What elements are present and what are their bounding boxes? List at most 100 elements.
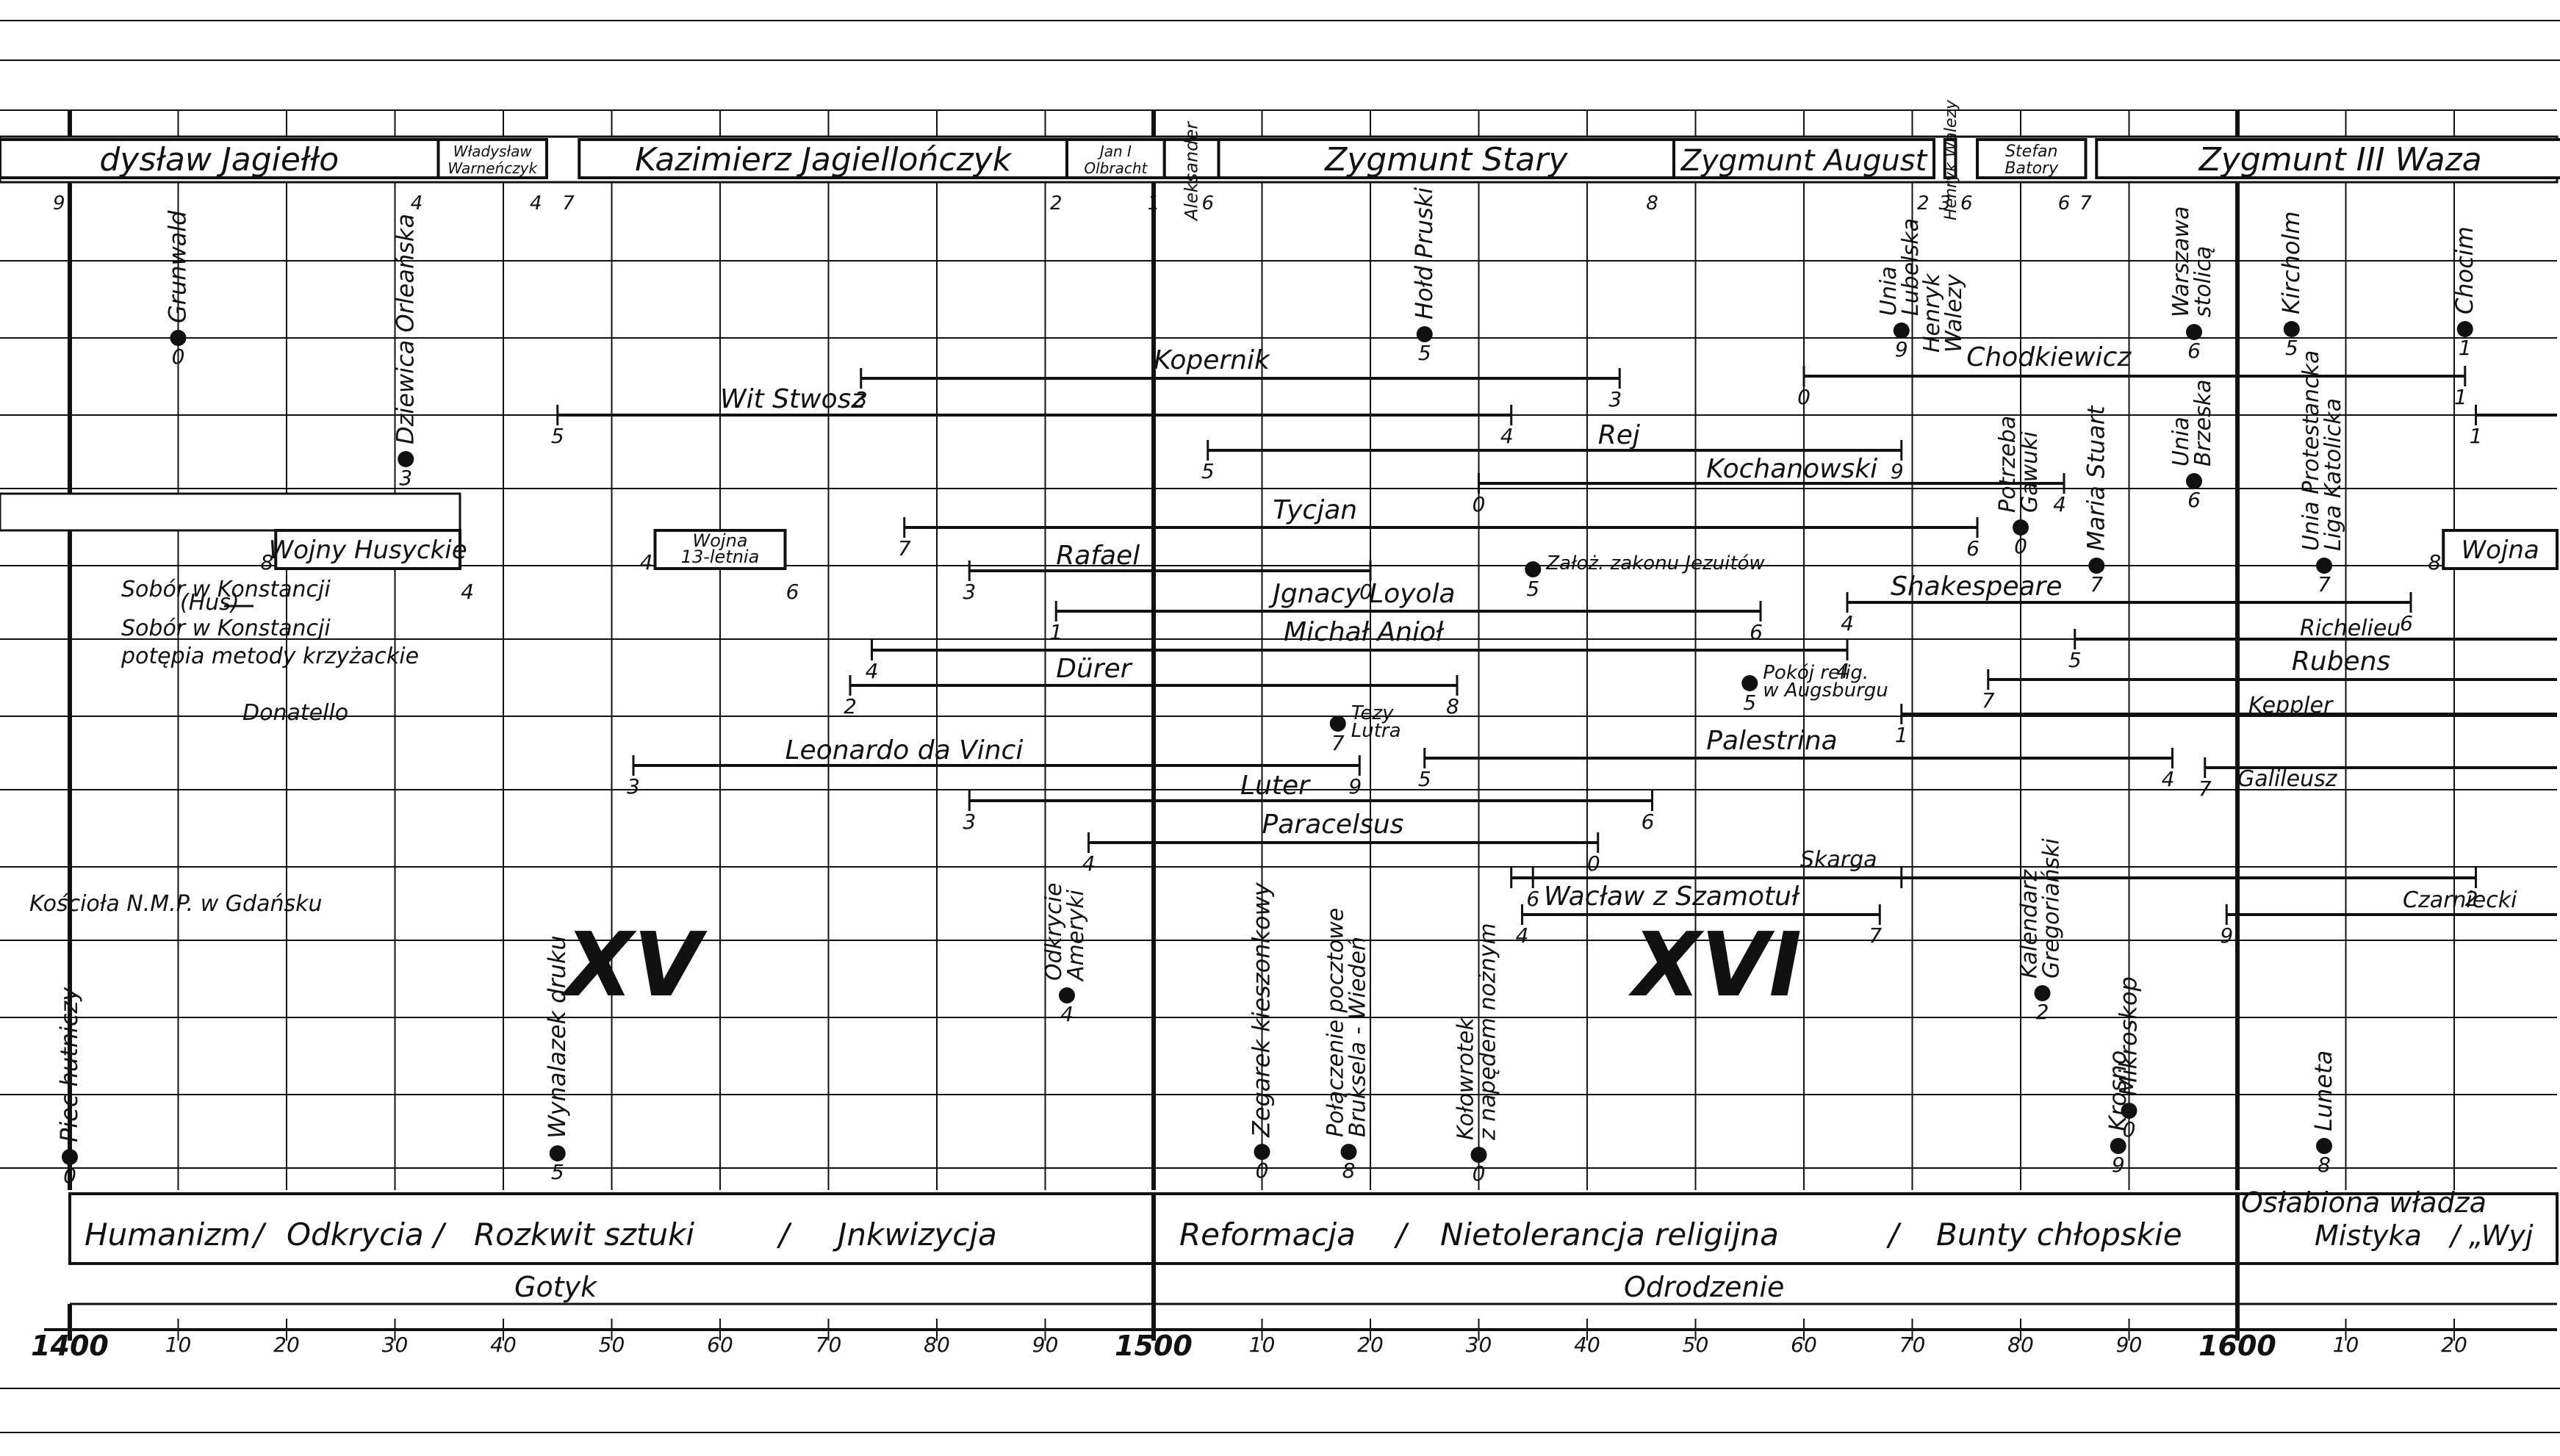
event-dot (398, 451, 414, 467)
event-name: Wynalazek druku (543, 935, 571, 1139)
event-year-digit: 6 (2187, 339, 2201, 363)
lifespan-start-digit: 3 (963, 580, 976, 604)
axis-minor-label: 40 (1574, 1333, 1600, 1357)
free-text: Keppler (2248, 693, 2334, 718)
event-name: Zegarek kieszonkowy (1248, 882, 1276, 1138)
event-dot (1416, 326, 1433, 342)
event-dot (1893, 322, 1910, 339)
ruler-year-digit: 6 (1960, 192, 1973, 215)
ruler-name: Henryk Walezy (1942, 99, 1960, 220)
ruler-year-digit: 4 (530, 192, 542, 215)
event-dot (2186, 324, 2202, 340)
axis-minor-label: 20 (1357, 1333, 1384, 1357)
event-name: Unia (1876, 266, 1902, 316)
event-dot (2316, 558, 2332, 574)
event-dot (549, 1145, 566, 1161)
ruler-name: dysław Jagiełło (99, 141, 339, 179)
war-name: Wojny Husyckie (269, 536, 467, 565)
axis-minor-label: 10 (165, 1333, 192, 1357)
war-digit: 8 (260, 550, 273, 574)
event-year-digit: 5 (1418, 341, 1431, 365)
event-dot (2110, 1138, 2126, 1154)
event-year-digit: 0 (1473, 1161, 1486, 1186)
axis-minor-label: 10 (1249, 1333, 1276, 1357)
lifespan-start-digit: 5 (551, 424, 564, 448)
lifespan-end-digit: 6 (1966, 536, 1980, 561)
lifespan-end-digit: 0 (1587, 851, 1600, 876)
wars-band (0, 492, 461, 532)
era-text: / (1885, 1217, 1902, 1253)
war-digit: 4 (461, 580, 474, 604)
ruler-name: Kazimierz Jagiellończyk (635, 141, 1013, 179)
ruler-box (1943, 138, 1957, 179)
event-name: Pokój relig. (1763, 662, 1869, 684)
event-dot (2186, 473, 2202, 489)
war-box (653, 529, 787, 570)
lifespan-end-digit: 0 (1359, 580, 1373, 604)
ruler-box (1217, 138, 1675, 179)
lifespan-start-digit: 6 (1526, 887, 1539, 911)
ruler-box (2095, 138, 2560, 179)
axis-minor-label: 80 (2007, 1333, 2034, 1357)
free-text: Richelieu (2300, 616, 2401, 641)
ruler-name: Jan I (1097, 143, 1132, 160)
event-year-digit: 0 (2014, 534, 2027, 558)
axis-minor-label: 70 (816, 1333, 842, 1357)
ruler-box (1672, 138, 1935, 179)
person-name: Luter (1240, 771, 1311, 801)
era-text: / „Wyj (2448, 1219, 2534, 1252)
lifespan-start-digit: 3 (963, 810, 976, 834)
ruler-name: Zygmunt August (1680, 144, 1928, 178)
event-name: Tezy (1351, 702, 1394, 724)
era-text: / (431, 1217, 447, 1253)
era-text: Nietolerancja religijna (1440, 1217, 1779, 1253)
person-name: Jgnacy Loyola (1268, 579, 1455, 609)
ruler-name: Stefan (2005, 143, 2057, 161)
lifespan-end-digit: 3 (1608, 387, 1622, 411)
person-name: Rubens (2292, 646, 2390, 677)
event-dot (1741, 675, 1758, 691)
ruler-year-digit: 2 (1050, 192, 1063, 215)
lifespan-end-digit: 2 (2465, 887, 2478, 911)
event-year-digit: 5 (1743, 691, 1756, 715)
event-name: Bruksela - Wiedeń (1345, 937, 1371, 1137)
event-dot (1329, 716, 1346, 732)
event-dot (2034, 985, 2051, 1001)
era-text: / (776, 1217, 792, 1253)
ruler-name: Aleksander (1182, 120, 1202, 222)
lifespan-end-digit: 4 (2162, 767, 2175, 791)
event-year-digit: 7 (2090, 572, 2103, 597)
axis-minor-label: 90 (1032, 1333, 1059, 1357)
event-year-digit: 0 (1256, 1158, 1269, 1183)
event-name: stolicą (2190, 246, 2216, 317)
ruler-name: Olbracht (1084, 159, 1148, 177)
art-style: Odrodzenie (1624, 1271, 1784, 1303)
lifespan-start-digit: 2 (844, 694, 857, 718)
event-name: Ameryki (1063, 889, 1089, 982)
event-dot (1525, 561, 1542, 577)
century-label: XVI (1628, 915, 1802, 1017)
event-year-digit: 9 (2112, 1153, 2125, 1177)
era-text: Reformacja (1179, 1217, 1356, 1253)
era-text: Rozkwit sztuki (474, 1217, 694, 1253)
ruler-name: Warneńczyk (447, 159, 538, 177)
person-name: Shakespeare (1891, 572, 2063, 602)
event-year-digit: 6 (2187, 488, 2201, 512)
event-name: Maria Stuart (2082, 405, 2110, 551)
event-year-digit: 4 (1060, 1002, 1074, 1026)
event-year-digit: 5 (2285, 336, 2298, 360)
event-dot (2283, 321, 2300, 337)
person-name: Palestrina (1706, 726, 1837, 756)
event-year-digit: 2 (2036, 1000, 2049, 1024)
event-name: Gawuki (2017, 430, 2043, 513)
axis-minor-label: 20 (273, 1333, 300, 1357)
free-text: Donatello (242, 700, 348, 726)
ruler-year-digit: 7 (562, 192, 575, 215)
event-dot (1340, 1144, 1357, 1160)
event-dot (2456, 321, 2473, 337)
event-name: Unia (2168, 417, 2194, 466)
ruler-year-digit: 3 (1938, 192, 1951, 215)
free-text: Czarniecki (2403, 887, 2517, 913)
lifespan-start-digit: 4 (1516, 923, 1529, 948)
